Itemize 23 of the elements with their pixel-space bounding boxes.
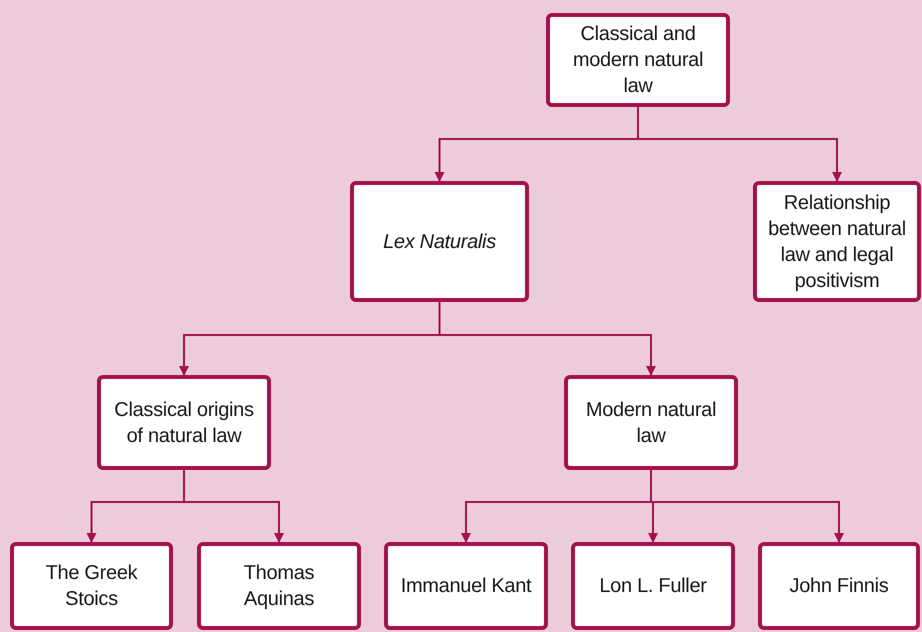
topic-box: [758, 542, 920, 630]
topic-label: Classical and modern natural law: [572, 22, 704, 99]
topic-box: [753, 181, 921, 302]
topic-label: Classical origins of natural law: [113, 398, 255, 448]
topic-box: [97, 375, 271, 470]
topic-box: [564, 375, 738, 470]
topic-box: [546, 13, 730, 107]
topic-box: [350, 181, 529, 302]
arrow: [438, 302, 656, 376]
arrow: [183, 470, 284, 543]
topic-label: Immanuel Kant: [400, 574, 532, 599]
topic-box: [571, 542, 735, 630]
topic-label: John Finnis: [790, 574, 888, 599]
topic-box: [197, 542, 361, 630]
topic-label: Modern natural law: [584, 398, 718, 448]
topic-label: The Greek Stoics: [44, 561, 138, 612]
topic-label: Lon L. Fuller: [599, 574, 707, 599]
topic-box: [384, 542, 548, 630]
topic-label: Lex Naturalis: [383, 230, 496, 254]
topic-label: Thomas Aquinas: [242, 561, 316, 612]
topic-label: Relationship between natural law and legal positivism: [767, 190, 907, 294]
topic-box: [10, 542, 173, 630]
arrow: [637, 107, 842, 182]
